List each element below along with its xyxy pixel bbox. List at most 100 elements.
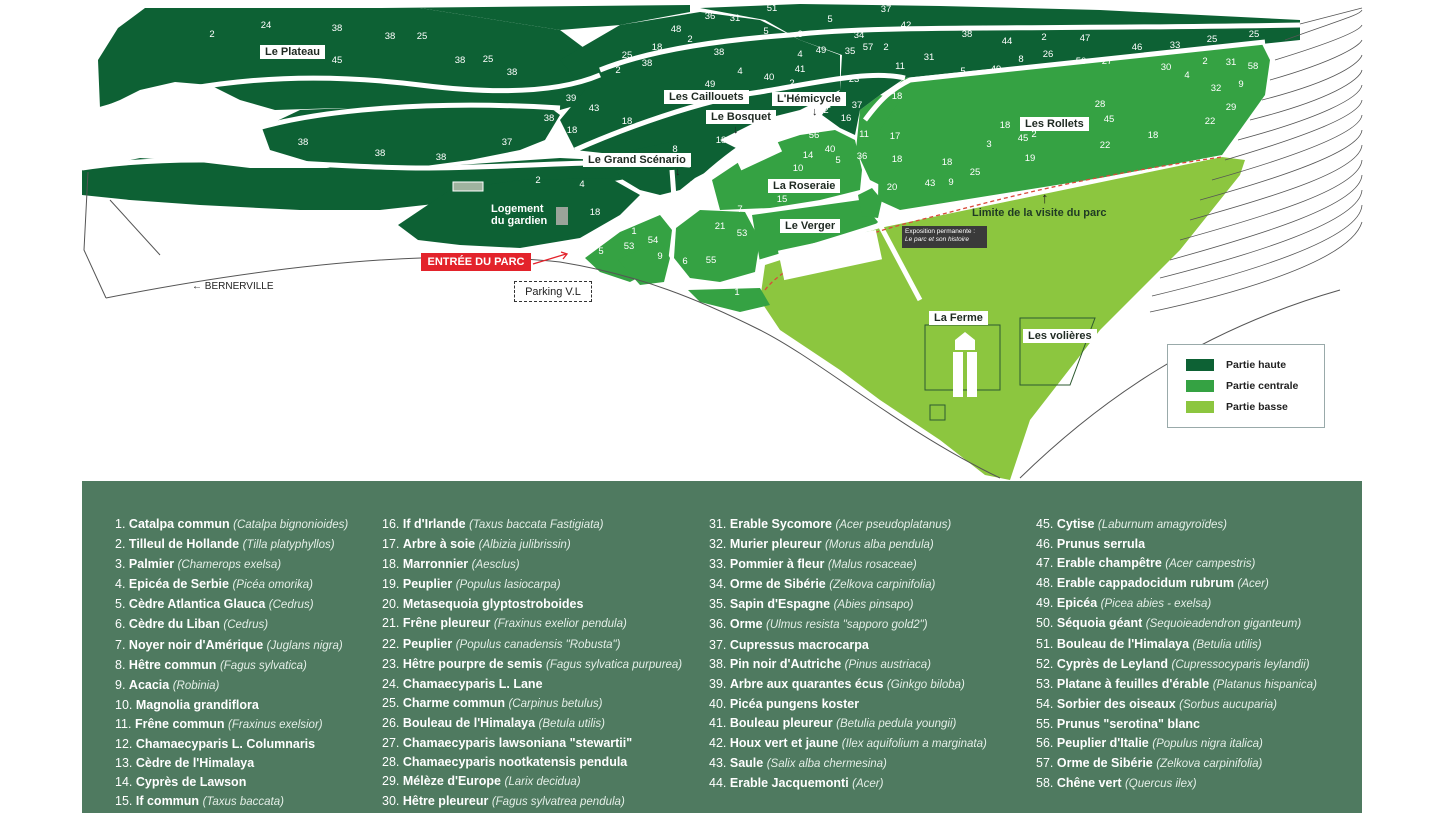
species-common-name: Cèdre Atlantica Glauca (128, 597, 266, 612)
species-number: 49. (1036, 596, 1054, 611)
species-item: 49. Epicéa (Picea abies - exelsa) (1036, 594, 1317, 614)
tree-number: 48 (671, 24, 682, 35)
area-label-les-rollets: Les Rollets (1020, 117, 1089, 131)
tree-number: 56 (809, 130, 820, 141)
species-latin-name: (Betula utilis) (538, 717, 606, 730)
species-number: 14. (115, 775, 133, 790)
species-latin-name: (Betulia utilis) (1192, 638, 1262, 651)
tree-number: 18 (652, 42, 663, 53)
tree-number: 31 (924, 52, 935, 63)
species-item: 32. Murier pleureur (Morus alba pendula) (709, 535, 987, 555)
species-number: 6. (115, 617, 126, 632)
bernerville-text: BERNERVILLE (204, 281, 274, 292)
species-common-name: Sorbier des oiseaux (1056, 696, 1176, 711)
exposition-permanente-label: Exposition permanente : Le parc et son h… (902, 226, 987, 248)
tree-number: 4 (579, 179, 584, 190)
tree-number: 11 (895, 61, 905, 72)
species-number: 7. (115, 637, 126, 652)
species-item: 53. Platane à feuilles d'érable (Platanu… (1036, 675, 1317, 695)
logement-building (452, 181, 484, 192)
species-number: 19. (382, 577, 400, 592)
ferme-outlines (924, 317, 1096, 421)
tree-number: 43 (589, 103, 600, 114)
ferme-building (967, 352, 977, 397)
species-item: 12. Chamaecyparis L. Columnaris (115, 735, 348, 754)
tree-number: 18 (892, 91, 903, 102)
tree-number: 25 (483, 54, 494, 65)
species-common-name: Catalpa commun (128, 517, 230, 531)
tree-number: 30 (1161, 62, 1172, 73)
species-item: 13. Cèdre de l'Himalaya (115, 754, 348, 773)
species-common-name: Cèdre du Liban (128, 617, 220, 632)
species-common-name: Orme (729, 617, 763, 632)
species-number: 45. (1036, 517, 1054, 531)
tree-number: 5 (670, 188, 675, 199)
species-common-name: Arbre à soie (402, 537, 476, 552)
tree-number: 5 (677, 204, 682, 215)
species-number: 51. (1036, 636, 1054, 651)
species-item: 15. If commun (Taxus baccata) (115, 792, 348, 812)
species-number: 36. (709, 617, 727, 632)
tree-number: 2 (883, 42, 888, 53)
species-common-name: Bouleau de l'Himalaya (402, 715, 536, 730)
tree-number: 40 (825, 144, 836, 155)
tree-number: 16 (841, 113, 852, 124)
species-common-name: Epicéa de Serbie (128, 577, 229, 592)
species-common-name: Hêtre pourpre de semis (402, 656, 543, 671)
species-number: 30. (382, 794, 400, 809)
species-number: 57. (1036, 756, 1054, 771)
species-latin-name: (Zelkova carpinifolia) (1156, 758, 1263, 771)
species-latin-name: (Fagus sylvatrea pendula) (491, 796, 625, 809)
tree-number: 27 (1102, 56, 1113, 67)
species-number: 28. (382, 755, 400, 770)
tree-number: 2 (608, 229, 613, 240)
species-common-name: Orme de Sibérie (729, 577, 826, 592)
species-column-1: 1. Catalpa commun (Catalpa bignonioides)… (115, 515, 348, 812)
species-number: 34. (709, 577, 727, 592)
tree-number: 43 (925, 178, 936, 189)
area-label-la-roseraie: La Roseraie (768, 179, 841, 193)
species-latin-name: (Cedrus) (223, 619, 269, 632)
species-number: 1. (115, 517, 126, 531)
tree-number: 38 (507, 67, 518, 78)
tree-number: 33 (1170, 40, 1181, 51)
tree-number: 15 (780, 119, 791, 130)
species-latin-name: (Carpinus betulus) (508, 697, 603, 710)
species-number: 9. (115, 677, 126, 692)
species-number: 48. (1036, 576, 1054, 591)
species-item: 44. Erable Jacquemonti (Acer) (709, 774, 987, 794)
tree-number: 55 (706, 255, 717, 266)
tree-number: 5 (835, 155, 840, 166)
species-number: 46. (1036, 537, 1054, 552)
tree-number: 19 (1025, 153, 1036, 164)
ferme-house (955, 332, 975, 350)
tree-number: 1 (734, 287, 739, 298)
species-common-name: Cupressus macrocarpa (729, 637, 869, 652)
species-common-name: Erable Jacquemonti (729, 776, 849, 791)
species-number: 5. (115, 597, 126, 612)
species-latin-name: (Albizia julibrissin) (478, 539, 571, 552)
ferme-building (953, 352, 963, 397)
legend-item-partie-centrale: Partie centrale (1186, 380, 1298, 392)
tree-number: 38 (176, 95, 187, 106)
species-number: 54. (1036, 696, 1054, 711)
species-latin-name: (Acer) (852, 778, 884, 791)
species-item: 10. Magnolia grandiflora (115, 696, 348, 715)
species-item: 33. Pommier à fleur (Malus rosaceae) (709, 555, 987, 575)
species-number: 12. (115, 737, 133, 752)
species-number: 52. (1036, 656, 1054, 671)
species-latin-name: (Juglans nigra) (266, 639, 343, 652)
species-latin-name: (Fagus sylvatica) (219, 659, 307, 672)
species-number: 37. (709, 637, 727, 652)
species-common-name: Orme de Sibérie (1056, 756, 1153, 771)
zone-logement (398, 178, 640, 248)
species-item: 22. Peuplier (Populus canadensis "Robust… (382, 635, 682, 655)
species-item: 42. Houx vert et jaune (Ilex aquifolium … (709, 734, 987, 754)
species-latin-name: (Robinia) (172, 679, 220, 692)
species-common-name: Mélèze d'Europe (402, 774, 502, 789)
species-common-name: Erable cappadocidum rubrum (1056, 576, 1234, 591)
limite-visite-label: Limite de la visite du parc (972, 207, 1107, 219)
tree-number: 22 (1205, 116, 1216, 127)
species-latin-name: (Quercus ilex) (1124, 778, 1197, 791)
species-latin-name: (Cedrus) (268, 599, 314, 612)
